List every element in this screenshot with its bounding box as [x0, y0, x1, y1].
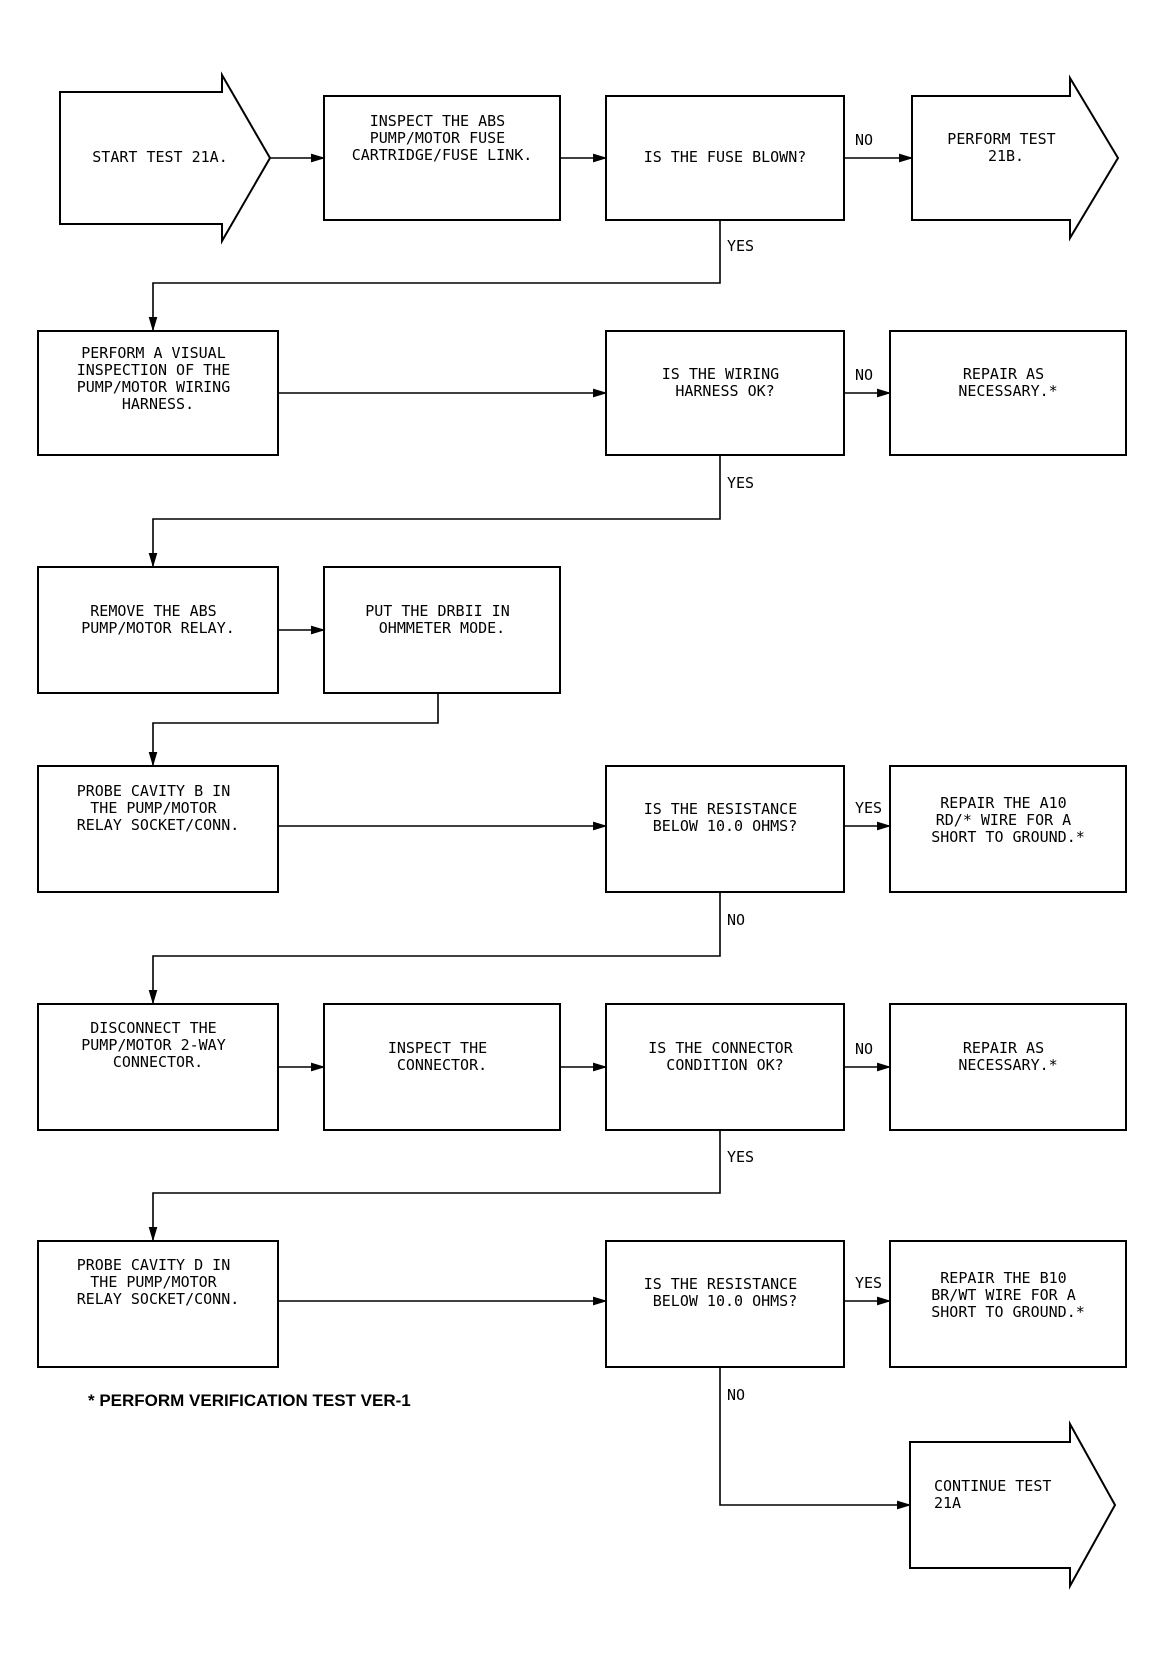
test-21b-arrow-shape — [911, 74, 1120, 242]
disconnect-label: DISCONNECT THE PUMP/MOTOR 2-WAY CONNECTO… — [81, 1019, 235, 1071]
ohmmeter-box — [323, 566, 561, 694]
resistance-1-label: IS THE RESISTANCE BELOW 10.0 OHMS? — [644, 800, 807, 835]
connector-ok-label: IS THE CONNECTOR CONDITION OK? — [648, 1039, 802, 1074]
conn-no-label: NO — [855, 1040, 873, 1058]
repair-2-box — [889, 1003, 1127, 1131]
repair-2-label: REPAIR AS NECESSARY.* — [958, 1039, 1057, 1074]
remove-relay-box — [37, 566, 279, 694]
resistance-2-label: IS THE RESISTANCE BELOW 10.0 OHMS? — [644, 1275, 807, 1310]
repair-1-label: REPAIR AS NECESSARY.* — [958, 365, 1057, 400]
ohmmeter-label: PUT THE DRBII IN OHMMETER MODE. — [365, 602, 519, 637]
inspect-fuse-box — [323, 95, 561, 221]
start-label: START TEST 21A. — [92, 148, 227, 166]
fuse-no-label: NO — [855, 131, 873, 149]
inspect-fuse-label: INSPECT THE ABS PUMP/MOTOR FUSE CARTRIDG… — [352, 112, 533, 164]
wiring-yes-label: YES — [727, 474, 754, 492]
start-arrow-shape — [59, 71, 272, 245]
fuse-yes-label: YES — [727, 237, 754, 255]
continue-label: CONTINUE TEST 21A — [934, 1477, 1060, 1512]
repair-a10-box — [889, 765, 1127, 893]
wiring-ok-label: IS THE WIRING HARNESS OK? — [662, 365, 788, 400]
continue-arrow-shape — [909, 1420, 1117, 1590]
edge-wiring-yes — [148, 455, 721, 568]
remove-relay-label: REMOVE THE ABS PUMP/MOTOR RELAY. — [81, 602, 235, 637]
probe-b-box — [37, 765, 279, 893]
res2-yes-label: YES — [855, 1274, 882, 1292]
edge-ohm-probe — [148, 693, 439, 767]
res2-no-label: NO — [727, 1386, 745, 1404]
inspect-connector-box — [323, 1003, 561, 1131]
resistance-2-decision — [605, 1240, 845, 1368]
edge-res2-no — [719, 1367, 912, 1510]
probe-b-label: PROBE CAVITY B IN THE PUMP/MOTOR RELAY S… — [77, 782, 240, 834]
fuse-blown-label: IS THE FUSE BLOWN? — [644, 148, 807, 166]
edge-conn-yes — [148, 1130, 721, 1242]
visual-inspection-box — [37, 330, 279, 456]
edge-fuse-yes — [148, 220, 721, 332]
test-21b-label: PERFORM TEST 21B. — [947, 130, 1064, 165]
inspect-connector-label: INSPECT THE CONNECTOR. — [388, 1039, 496, 1074]
footnote: * PERFORM VERIFICATION TEST VER-1 — [88, 1391, 411, 1410]
wiring-no-label: NO — [855, 366, 873, 384]
conn-yes-label: YES — [727, 1148, 754, 1166]
probe-d-label: PROBE CAVITY D IN THE PUMP/MOTOR RELAY S… — [77, 1256, 240, 1308]
visual-inspection-label: PERFORM A VISUAL INSPECTION OF THE PUMP/… — [77, 344, 240, 413]
res1-yes-label: YES — [855, 799, 882, 817]
repair-b10-box — [889, 1240, 1127, 1368]
probe-d-box — [37, 1240, 279, 1368]
res1-no-label: NO — [727, 911, 745, 929]
resistance-1-decision — [605, 765, 845, 893]
edge-res1-no — [148, 892, 721, 1005]
repair-b10-label: REPAIR THE B10 BR/WT WIRE FOR A SHORT TO… — [931, 1269, 1085, 1321]
wiring-ok-decision — [605, 330, 845, 456]
repair-a10-label: REPAIR THE A10 RD/* WIRE FOR A SHORT TO … — [931, 794, 1085, 846]
